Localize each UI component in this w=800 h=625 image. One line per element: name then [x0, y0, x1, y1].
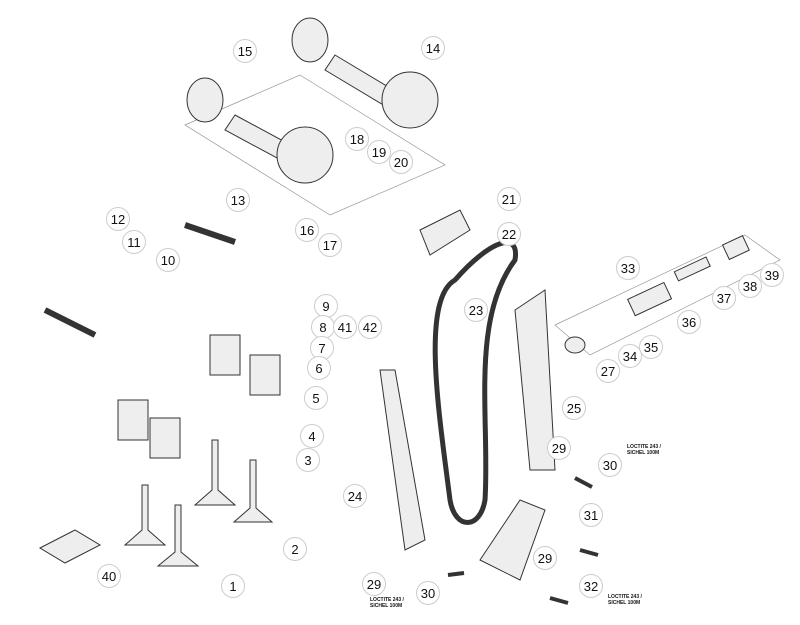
valve-spring: [149, 417, 181, 459]
loctite-note: LOCTITE 243 /SICHEL 100M: [608, 594, 642, 606]
note-line: SICHEL 100M: [370, 603, 403, 609]
loctite-note: LOCTITE 243 /SICHEL 100M: [627, 444, 661, 456]
valve-spring: [117, 399, 149, 441]
callout-29: 29: [533, 546, 557, 570]
timing-chain: [432, 240, 519, 525]
callout-1: 1: [221, 574, 245, 598]
valve-spring: [249, 354, 281, 396]
callout-2: 2: [283, 537, 307, 561]
callout-33: 33: [616, 256, 640, 280]
callout-8: 8: [311, 315, 335, 339]
callout-4: 4: [300, 424, 324, 448]
callout-32: 32: [579, 574, 603, 598]
bolt: [549, 596, 569, 605]
tensioner-cap: [721, 235, 750, 261]
callout-17: 17: [318, 233, 342, 257]
callout-36: 36: [677, 310, 701, 334]
callout-23: 23: [464, 298, 488, 322]
tensioner-rail: [514, 289, 556, 471]
bolt: [574, 476, 593, 489]
callout-30: 30: [598, 453, 622, 477]
callout-12: 12: [106, 207, 130, 231]
cam-sprocket: [381, 71, 439, 129]
valve: [193, 439, 237, 506]
bearing: [291, 17, 329, 63]
callout-6: 6: [307, 356, 331, 380]
loctite-note: LOCTITE 243 /SICHEL 100M: [370, 597, 404, 609]
guide-bracket: [479, 499, 546, 581]
callout-25: 25: [562, 396, 586, 420]
rocker-shaft: [184, 222, 236, 245]
shim-set: [38, 529, 102, 564]
callout-29: 29: [547, 436, 571, 460]
callout-13: 13: [226, 188, 250, 212]
rocker-shaft: [43, 307, 97, 338]
callout-35: 35: [639, 335, 663, 359]
callout-18: 18: [345, 127, 369, 151]
callout-21: 21: [497, 187, 521, 211]
callout-24: 24: [343, 484, 367, 508]
chain-guide: [379, 369, 426, 551]
callout-5: 5: [304, 386, 328, 410]
callout-42: 42: [358, 315, 382, 339]
callout-11: 11: [122, 230, 146, 254]
note-line: SICHEL 100M: [627, 450, 660, 456]
callout-16: 16: [295, 218, 319, 242]
valve: [156, 504, 200, 567]
o-ring: [564, 336, 586, 354]
callout-40: 40: [97, 564, 121, 588]
callout-41: 41: [333, 315, 357, 339]
callout-10: 10: [156, 248, 180, 272]
callout-19: 19: [367, 140, 391, 164]
note-line: LOCTITE 243 /: [370, 597, 404, 603]
callout-31: 31: [579, 503, 603, 527]
valve: [232, 459, 274, 523]
callout-34: 34: [618, 344, 642, 368]
callout-20: 20: [389, 150, 413, 174]
tensioner-body: [626, 281, 673, 317]
note-line: LOCTITE 243 /: [608, 594, 642, 600]
callout-27: 27: [596, 359, 620, 383]
callout-22: 22: [497, 222, 521, 246]
callout-37: 37: [712, 286, 736, 310]
callout-30: 30: [416, 581, 440, 605]
valve: [123, 484, 167, 546]
callout-38: 38: [738, 274, 762, 298]
cam-sprocket: [276, 126, 334, 184]
note-line: LOCTITE 243 /: [627, 444, 661, 450]
bolt: [579, 548, 599, 557]
valve-spring: [209, 334, 241, 376]
chain-tensioner-pad: [419, 209, 471, 256]
callout-39: 39: [760, 263, 784, 287]
callout-9: 9: [314, 294, 338, 318]
camshaft-group-box: [184, 74, 446, 216]
bolt: [447, 571, 465, 577]
callout-3: 3: [296, 448, 320, 472]
callout-15: 15: [233, 39, 257, 63]
note-line: SICHEL 100M: [608, 600, 641, 606]
callout-29: 29: [362, 572, 386, 596]
callout-14: 14: [421, 36, 445, 60]
bearing: [186, 77, 224, 123]
tensioner-spring: [673, 256, 711, 282]
